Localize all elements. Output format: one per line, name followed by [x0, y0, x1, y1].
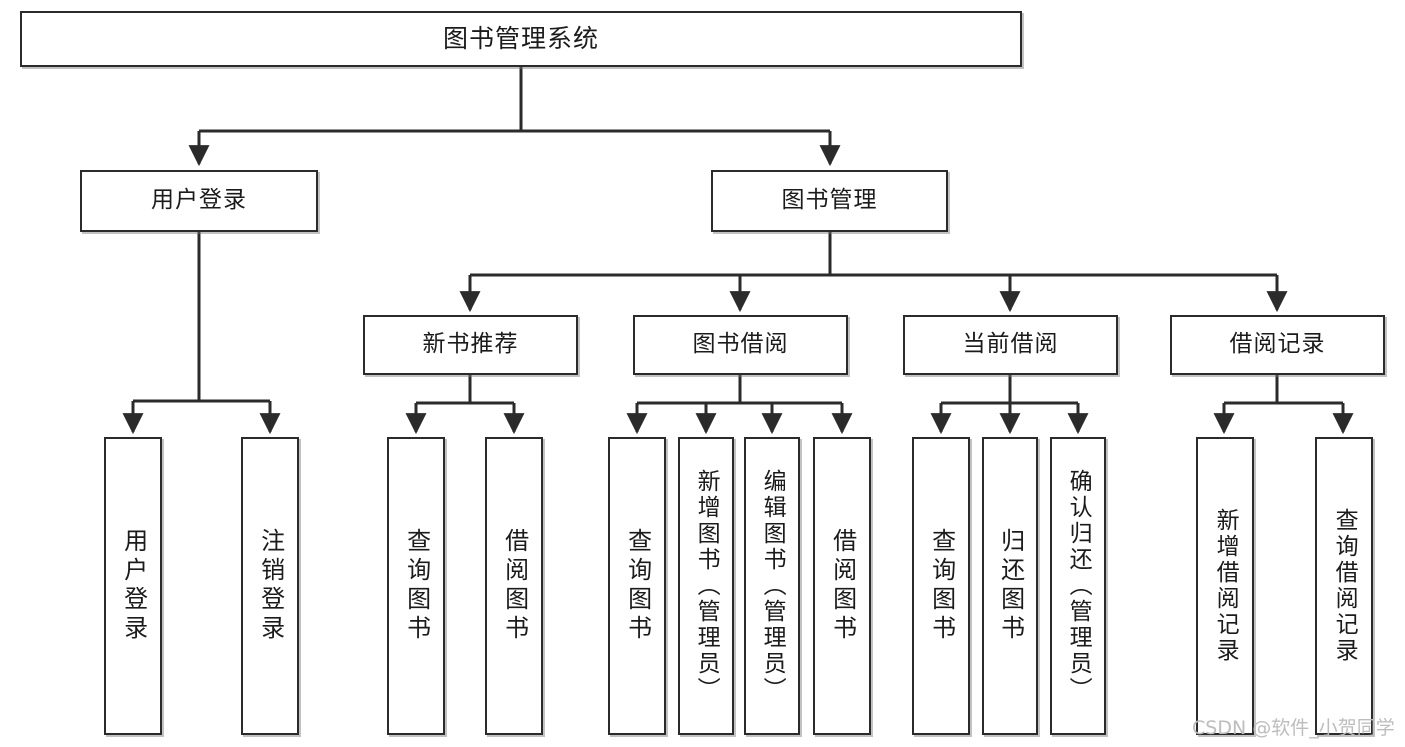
node-label: 用户登录: [151, 187, 247, 214]
leaf-current-query-book[interactable]: 查询图书: [912, 437, 970, 735]
leaf-borrow-borrow-book[interactable]: 借阅图书: [813, 437, 871, 735]
leaf-current-confirm-return-admin[interactable]: 确认归还（管理员）: [1050, 437, 1106, 735]
node-new-book-recommend[interactable]: 新书推荐: [363, 315, 578, 375]
node-label: 新增图书（管理员）: [693, 469, 720, 703]
node-user-login[interactable]: 用户登录: [80, 170, 318, 232]
node-label: 用户登录: [119, 528, 148, 644]
leaf-borrow-edit-book-admin[interactable]: 编辑图书（管理员）: [744, 437, 800, 735]
node-label: 图书借阅: [692, 331, 789, 358]
node-label: 查询图书: [402, 528, 431, 644]
node-label: 新书推荐: [422, 331, 519, 358]
node-label: 编辑图书（管理员）: [759, 469, 786, 703]
node-current-borrow[interactable]: 当前借阅: [903, 315, 1118, 375]
node-label: 确认归还（管理员）: [1065, 469, 1092, 703]
leaf-user-login-logout[interactable]: 注销登录: [241, 437, 299, 735]
node-book-borrow[interactable]: 图书借阅: [633, 315, 848, 375]
node-label: 查询借阅记录: [1331, 508, 1358, 664]
leaf-borrow-add-book-admin[interactable]: 新增图书（管理员）: [678, 437, 734, 735]
node-root-system[interactable]: 图书管理系统: [20, 11, 1022, 67]
node-book-management[interactable]: 图书管理: [711, 170, 948, 232]
node-label: 新增借阅记录: [1212, 508, 1239, 664]
node-label: 当前借阅: [962, 331, 1059, 358]
node-label: 借阅记录: [1229, 331, 1326, 358]
node-label: 注销登录: [256, 528, 285, 644]
leaf-current-return-book[interactable]: 归还图书: [982, 437, 1038, 735]
leaf-user-login-login[interactable]: 用户登录: [104, 437, 162, 735]
node-label: 查询图书: [927, 528, 956, 644]
leaf-borrow-query-book[interactable]: 查询图书: [608, 437, 666, 735]
leaf-new-book-query[interactable]: 查询图书: [387, 437, 445, 735]
node-label: 归还图书: [996, 528, 1025, 644]
node-label: 借阅图书: [500, 528, 529, 644]
leaf-records-add-record[interactable]: 新增借阅记录: [1196, 437, 1254, 735]
node-borrow-records[interactable]: 借阅记录: [1170, 315, 1385, 375]
leaf-new-book-borrow[interactable]: 借阅图书: [485, 437, 543, 735]
node-label: 借阅图书: [828, 528, 857, 644]
node-label: 图书管理: [781, 187, 878, 214]
node-label: 查询图书: [623, 528, 652, 644]
watermark-text: CSDN @软件_小贺同学: [1192, 717, 1395, 739]
leaf-records-query-record[interactable]: 查询借阅记录: [1315, 437, 1373, 735]
node-label: 图书管理系统: [442, 24, 599, 54]
